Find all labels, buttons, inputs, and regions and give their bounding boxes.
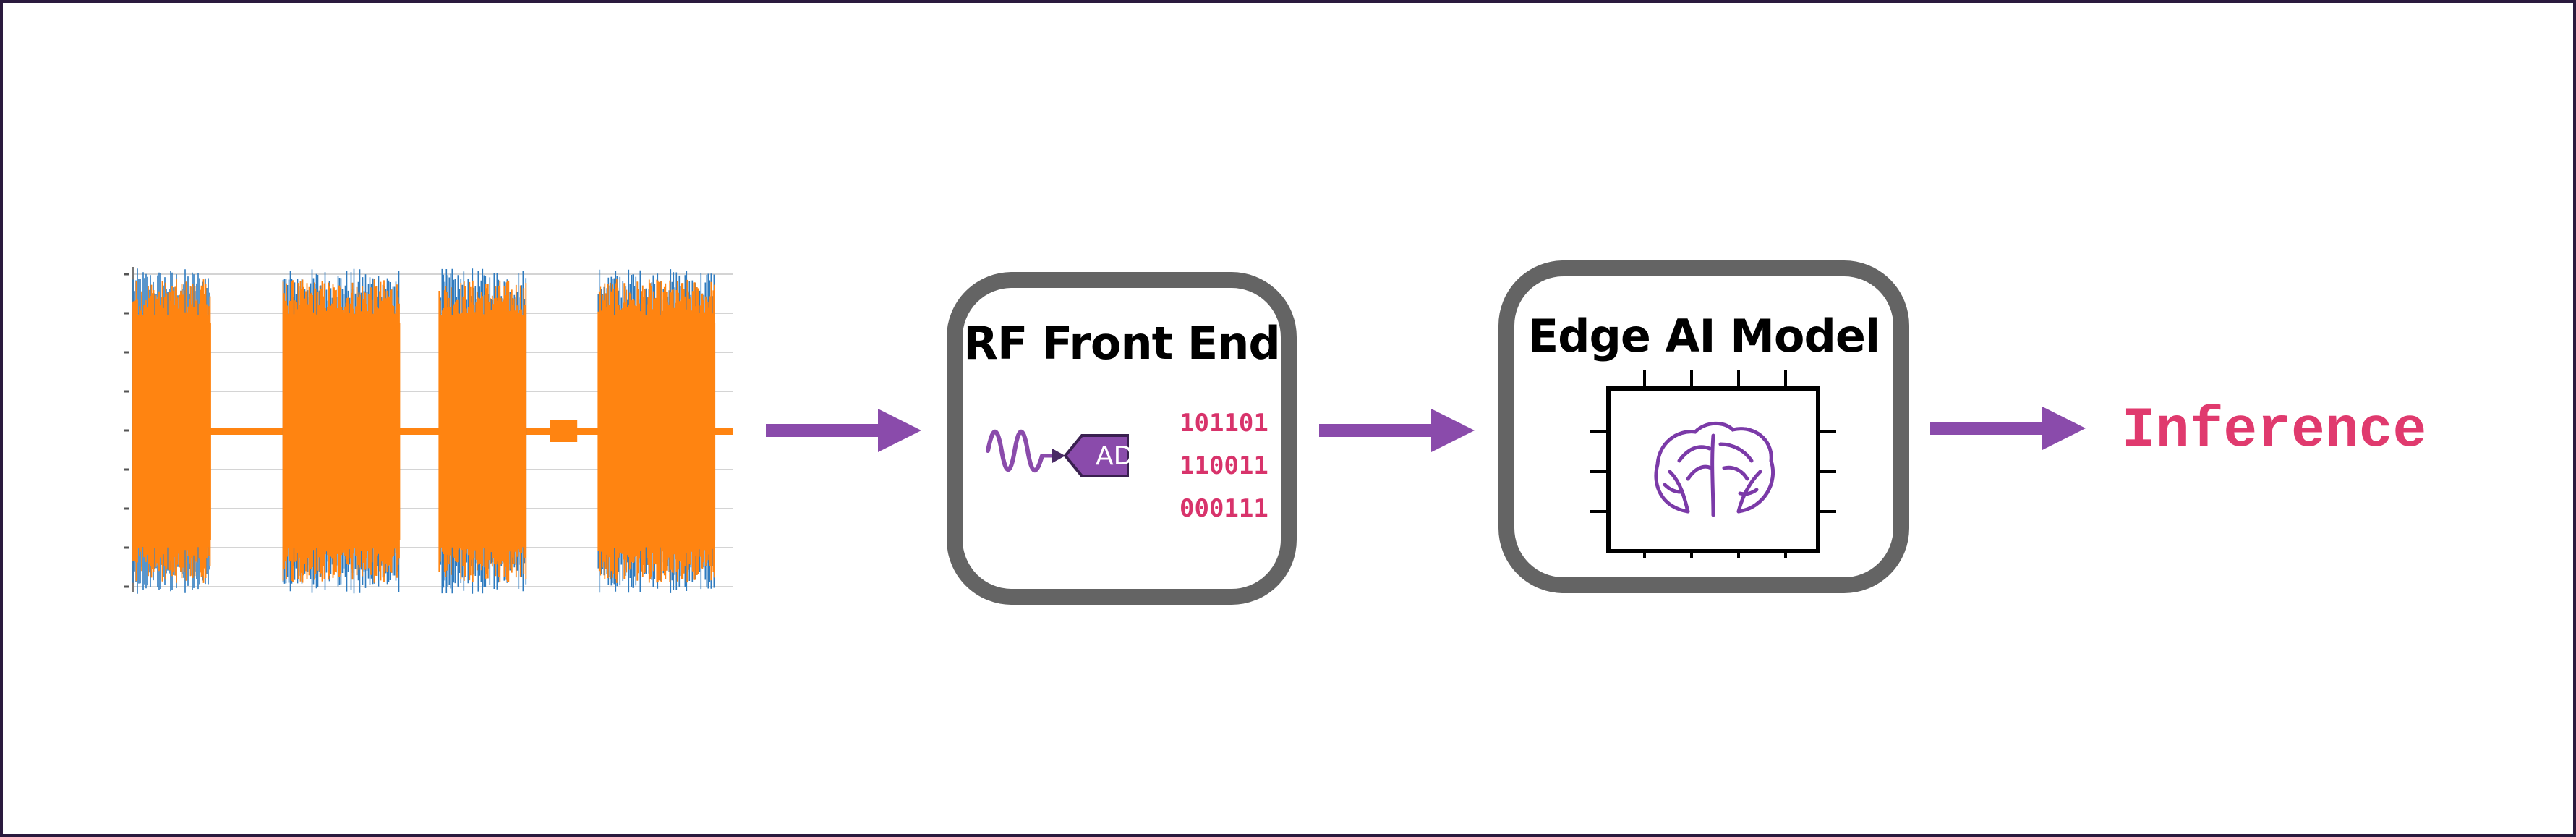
signal-bump xyxy=(550,420,578,442)
signal-burst-core xyxy=(133,323,211,540)
edge-ai-model-title: Edge AI Model xyxy=(1527,310,1880,362)
signal-burst-core xyxy=(598,323,716,540)
arrow-ai-to-inference xyxy=(1930,407,2086,450)
digital-bits: 101101 110011 000111 xyxy=(1180,402,1268,530)
signal-baseline xyxy=(133,428,733,435)
chip-brain-icon xyxy=(1590,370,1836,558)
adc-label: ADC xyxy=(1096,441,1152,471)
bits-row: 000111 xyxy=(1180,494,1268,523)
inference-label: Inference xyxy=(2122,399,2427,463)
sine-wave-icon xyxy=(986,430,1044,473)
arrow-signal-to-rf xyxy=(766,409,921,452)
brain-icon xyxy=(1654,421,1775,517)
signal-burst-core xyxy=(283,323,401,540)
rf-front-end-block: RF Front End ADC 101101 110011 000111 xyxy=(947,272,1297,605)
signal-arrowhead xyxy=(1052,449,1065,463)
rf-front-end-title: RF Front End xyxy=(963,317,1280,370)
arrow-rf-to-ai xyxy=(1319,409,1475,452)
bits-row: 110011 xyxy=(1180,451,1268,480)
edge-ai-model-block: Edge AI Model xyxy=(1498,260,1909,593)
signal-waveform xyxy=(132,268,733,594)
bits-row: 101101 xyxy=(1180,409,1268,438)
adc-diagram xyxy=(986,430,1129,477)
adc-shape xyxy=(1063,434,1129,477)
signal-burst-core xyxy=(439,323,526,540)
signal-plot xyxy=(124,267,733,594)
